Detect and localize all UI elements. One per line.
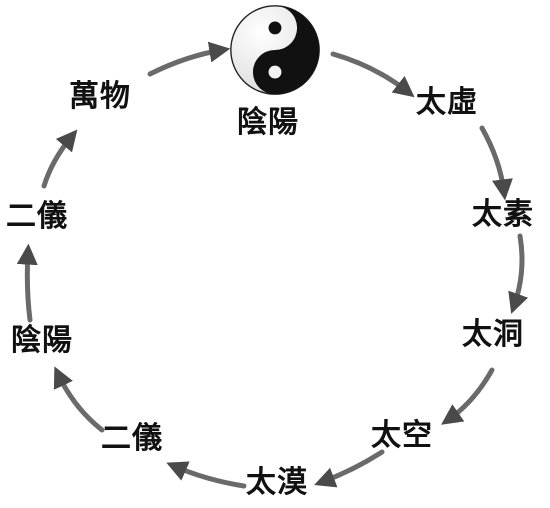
arrow-taixu-to-taisu xyxy=(479,125,513,201)
node-eryi-bottom: 二儀 xyxy=(101,421,163,456)
arrow-taidong-to-taikong xyxy=(441,367,495,425)
node-taixu: 太虛 xyxy=(416,85,478,120)
arrow-taimo-to-eryi xyxy=(166,461,247,489)
node-eryi-left: 二儀 xyxy=(6,199,68,234)
arrow-wanwu-to-yinyang xyxy=(147,41,231,77)
node-taidong: 太洞 xyxy=(462,317,524,352)
node-taikong: 太空 xyxy=(371,418,433,453)
arrow-eryi-to-wanwu xyxy=(41,129,78,189)
arrow-yinyang-to-taixu xyxy=(330,51,415,98)
node-wanwu: 萬物 xyxy=(69,79,131,114)
arrow-taisu-to-taidong xyxy=(508,233,529,314)
node-taisu: 太素 xyxy=(472,197,534,232)
yin-yang-icon xyxy=(230,5,320,95)
node-yinyang-left: 陰陽 xyxy=(11,323,73,358)
arrow-eryi-to-yinyang xyxy=(53,366,105,433)
node-yinyang-top: 陰陽 xyxy=(237,105,299,140)
node-taimo: 太漠 xyxy=(246,465,308,500)
arrow-taikong-to-taimo xyxy=(314,449,385,488)
arrow-yinyang-to-eryi xyxy=(16,243,38,323)
